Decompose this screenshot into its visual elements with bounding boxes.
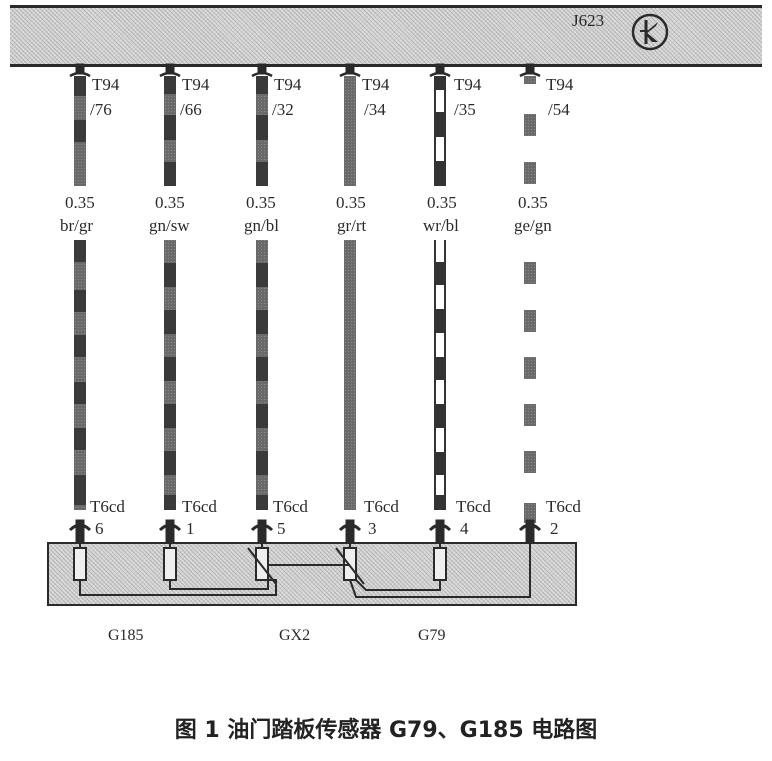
ecu-j623-box [10,5,762,67]
wire-wr-bl [434,76,446,510]
wire-3-bottom-pin: T6cd [273,497,308,516]
wire-br-gr [74,76,86,510]
potentiometer-gx2-a [255,547,269,581]
wire-4-top-pin: T94 [362,75,390,94]
wire-5-top-pin: T94 [454,75,482,94]
top-connector-pin-34 [339,63,361,78]
top-connector-pin-54 [519,63,541,78]
wire-3-size: 0.35 [246,193,276,212]
wire-6-color-code: ge/gn [514,216,552,235]
wire-6-top-pin-number: /54 [548,100,570,119]
wire-1-size: 0.35 [65,193,95,212]
wire-4-top-pin-number: /34 [364,100,386,119]
wire-5-size: 0.35 [427,193,457,212]
wire-6-bottom-pin-number: 2 [550,519,559,538]
engine-control-unit-icon [631,13,669,51]
wire-6-top-pin: T94 [546,75,574,94]
component-label-g79: G79 [418,627,446,644]
wire-gr-rt [344,76,356,510]
wire-6-size: 0.35 [518,193,548,212]
wire-1-bottom-pin-number: 6 [95,519,104,538]
wire-3-bottom-pin-number: 5 [277,519,286,538]
wire-3-top-pin-number: /32 [272,100,294,119]
wire-2-top-pin: T94 [182,75,210,94]
wire-5-color-code: wr/bl [423,216,459,235]
top-connector-pin-76 [69,63,91,78]
top-connector-pin-32 [251,63,273,78]
wire-ge-gn [524,76,536,523]
wire-3-top-pin: T94 [274,75,302,94]
figure-caption: 图 1 油门踏板传感器 G79、G185 电路图 [174,718,598,743]
wire-6-bottom-pin: T6cd [546,497,581,516]
component-label-gx2: GX2 [279,627,311,644]
resistor-g185-b [163,547,177,581]
component-label-g185: G185 [108,627,144,644]
top-connector-pin-66 [159,63,181,78]
wire-5-bottom-pin: T6cd [456,497,491,516]
wire-2-bottom-pin: T6cd [182,497,217,516]
wire-2-color-code: gn/sw [149,216,190,235]
wire-2-top-pin-number: /66 [180,100,202,119]
top-connector-pin-35 [429,63,451,78]
wire-4-color-code: gr/rt [337,216,367,235]
resistor-g79 [433,547,447,581]
wire-2-size: 0.35 [155,193,185,212]
wire-4-bottom-pin: T6cd [364,497,399,516]
top-connectors [69,63,541,78]
wire-3-color-code: gn/bl [244,216,279,235]
wire-gn-sw [164,76,176,510]
ecu-label: J623 [572,11,605,30]
wire-4-size: 0.35 [336,193,366,212]
resistor-g185-a [73,547,87,581]
wire-4-bottom-pin-number: 3 [368,519,377,538]
wire-5-bottom-pin-number: 4 [460,519,469,538]
wire-2-bottom-pin-number: 1 [186,519,195,538]
wire-1-top-pin-number: /76 [90,100,112,119]
wire-1-color-code: br/gr [60,216,94,235]
wire-1-bottom-pin: T6cd [90,497,125,516]
wire-5-top-pin-number: /35 [454,100,476,119]
wire-1-top-pin: T94 [92,75,120,94]
wire-gn-bl [256,76,268,510]
